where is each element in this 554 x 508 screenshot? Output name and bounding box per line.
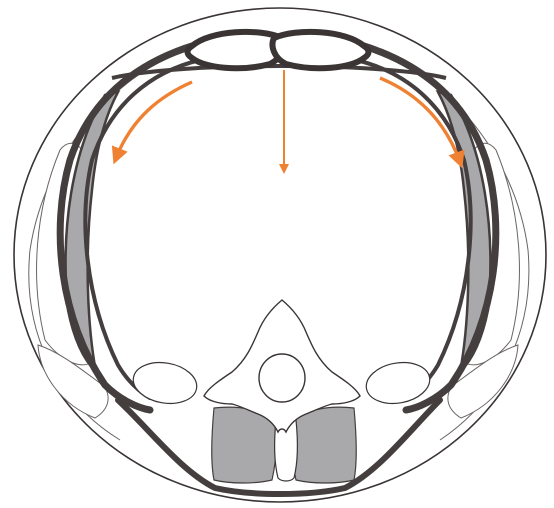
vertebral-body: [259, 354, 305, 402]
paraspinal-muscle-right: [292, 407, 356, 483]
rectus-abdominis-left: [188, 32, 284, 68]
rectus-abdominis-right: [273, 32, 369, 68]
